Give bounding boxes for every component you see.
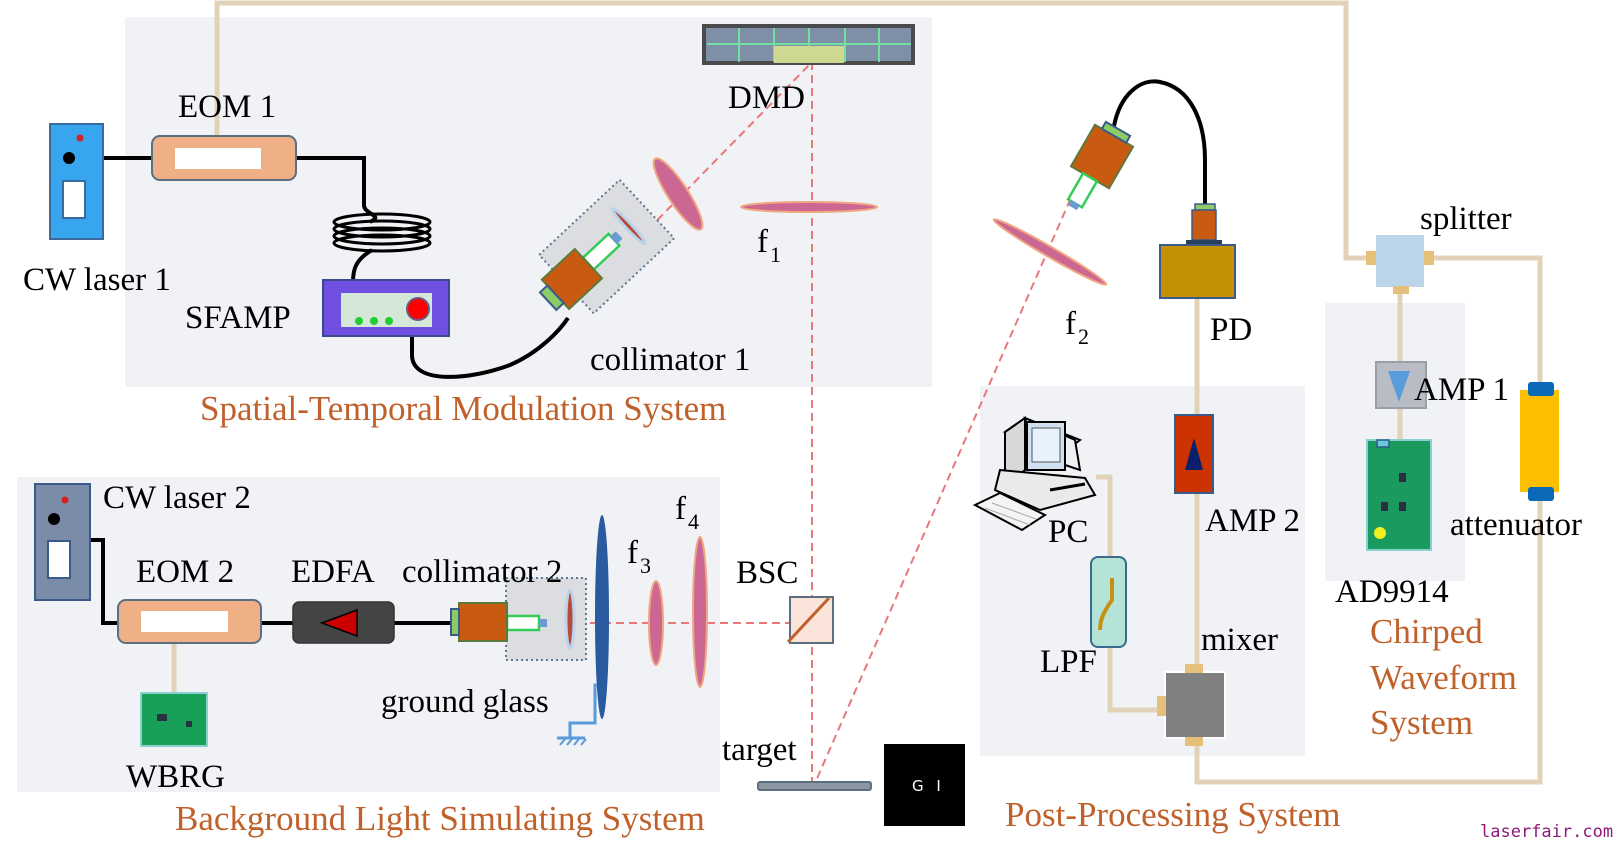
gi-image-text: G I — [912, 777, 945, 795]
label-wbrg: WBRG — [126, 759, 225, 795]
label-f3: f — [627, 535, 638, 571]
label-pc: PC — [1048, 514, 1088, 550]
label-sfamp: SFAMP — [185, 300, 291, 336]
label-system-background: Background Light Simulating System — [175, 799, 705, 838]
mixer — [1157, 664, 1226, 746]
label-system-chirped-1: Chirped — [1370, 612, 1483, 651]
low-pass-filter — [1090, 556, 1127, 648]
label-attenuator: attenuator — [1450, 507, 1582, 543]
amp-1 — [1375, 361, 1427, 409]
label-system-chirped-3: System — [1370, 703, 1473, 742]
sfamp — [322, 279, 450, 337]
beam-splitter-cube — [786, 596, 834, 644]
photodetector — [1159, 203, 1236, 299]
label-amp-2: AMP 2 — [1205, 503, 1300, 539]
rf-cable-top — [214, 0, 1376, 261]
rf-cable-attenuator-mixer — [1194, 492, 1543, 785]
label-system-chirped-2: Waveform — [1370, 658, 1517, 697]
beam-target-collector — [811, 199, 1071, 791]
collimator-1 — [537, 178, 676, 315]
splitter — [1366, 235, 1434, 294]
label-f2-sub: 2 — [1078, 324, 1089, 349]
cw-laser-1 — [49, 123, 104, 240]
collector-collimator — [1066, 120, 1135, 211]
dmd — [702, 24, 915, 65]
label-f1-sub: 1 — [770, 242, 781, 267]
label-ad9914: AD9914 — [1335, 574, 1449, 610]
target-plate — [757, 781, 872, 791]
gi-reconstructed-image — [884, 744, 965, 826]
label-cw-laser-2: CW laser 2 — [103, 480, 251, 516]
edfa — [292, 601, 395, 644]
attenuator — [1520, 382, 1559, 501]
label-eom-2: EOM 2 — [136, 554, 234, 590]
eom-1 — [151, 135, 297, 181]
fiber-collector-pd — [1112, 79, 1207, 205]
rf-cable-lpf-pc — [1096, 474, 1113, 560]
label-amp-1: AMP 1 — [1414, 372, 1509, 408]
lens-f4 — [692, 536, 708, 688]
label-dmd: DMD — [728, 80, 805, 116]
label-f1: f — [757, 224, 768, 260]
lens-f1 — [740, 201, 878, 213]
collimator-2 — [450, 577, 587, 661]
label-splitter: splitter — [1420, 201, 1512, 237]
pc-icon — [972, 416, 1097, 532]
label-collimator-1: collimator 1 — [590, 342, 750, 378]
ground-glass — [557, 515, 609, 746]
fiber-laser2-eom2 — [90, 538, 118, 625]
label-target: target — [722, 732, 797, 768]
wbrg-board — [140, 692, 208, 747]
label-edfa: EDFA — [291, 554, 375, 590]
lens-f3 — [648, 580, 664, 666]
cw-laser-2 — [34, 483, 91, 601]
label-lpf: LPF — [1040, 644, 1097, 680]
fiber-coil — [332, 212, 432, 253]
label-ground-glass: ground glass — [381, 684, 549, 720]
label-f4-sub: 4 — [688, 509, 699, 534]
lens-f2 — [992, 218, 1108, 286]
label-system-spatial-temporal: Spatial-Temporal Modulation System — [200, 389, 726, 428]
rf-cable-splitter-attenuator — [1425, 255, 1543, 390]
label-bsc: BSC — [736, 555, 798, 591]
fiber-sfamp-collimator1 — [410, 316, 570, 379]
watermark: laserfair.com — [1480, 822, 1613, 842]
amp-2 — [1174, 414, 1214, 494]
label-mixer: mixer — [1201, 622, 1278, 658]
label-cw-laser-1: CW laser 1 — [23, 262, 171, 298]
label-collimator-2: collimator 2 — [402, 554, 562, 590]
rf-cable-mixer-lpf — [1107, 645, 1158, 713]
ad9914-board — [1366, 439, 1432, 551]
lens-collimator1-relay — [652, 157, 704, 231]
label-f2: f — [1065, 306, 1076, 342]
label-pd: PD — [1210, 312, 1252, 348]
label-f4: f — [675, 491, 686, 527]
eom-2 — [117, 599, 262, 644]
label-f3-sub: 3 — [640, 553, 651, 578]
label-eom-1: EOM 1 — [178, 89, 276, 125]
label-system-post-processing: Post-Processing System — [1005, 795, 1340, 834]
beam-collimator1-dmd — [629, 61, 813, 249]
